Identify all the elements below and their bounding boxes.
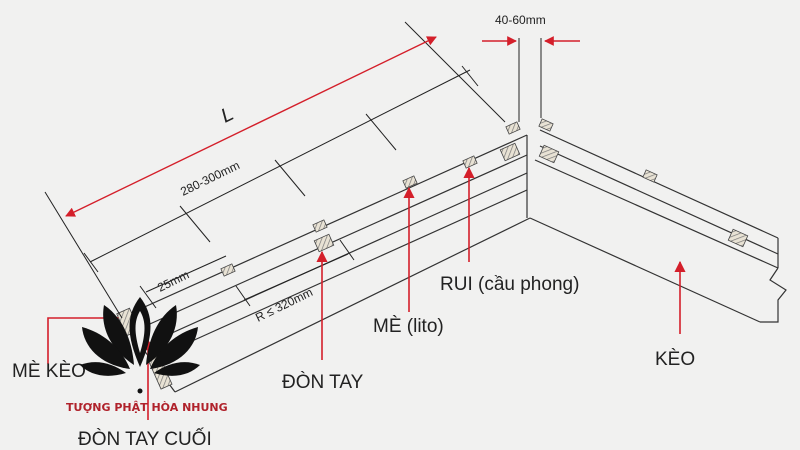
truss-bottom-line (174, 217, 531, 393)
length-label: L (218, 103, 238, 128)
dimension-25mm (139, 255, 227, 309)
ridge-batten-left (505, 121, 521, 135)
don-tay-label: ĐÒN TAY (282, 371, 364, 393)
purlin-block (727, 228, 749, 248)
batten-block (462, 155, 478, 169)
right-truss-bottom (529, 217, 761, 323)
ridge-purlin-right (538, 144, 560, 164)
radius-label: R ≤ 320mm (253, 285, 315, 325)
tick (179, 205, 211, 243)
dimension-gap (482, 36, 580, 122)
tick (365, 113, 397, 151)
dimension-spacing (83, 65, 479, 273)
truss-top-line (149, 189, 528, 361)
length-arrow (65, 36, 437, 217)
me-keo-arrow (47, 312, 120, 364)
extension-line (235, 285, 251, 307)
lotus-logo (80, 297, 200, 394)
extension-line (404, 21, 506, 123)
me-keo-label: MÈ KÈO (12, 361, 86, 382)
me-label: MÈ (lito) (373, 316, 444, 337)
tick (461, 65, 479, 87)
watermark-text: TƯỢNG PHẬT HÒA NHUNG (66, 401, 228, 414)
tick (139, 285, 157, 309)
don-tay-cuoi-label: ĐÒN TAY CUỐI (78, 428, 212, 450)
ridge-purlin-left (499, 142, 521, 162)
extension-line (339, 239, 355, 261)
extension-line (44, 191, 123, 319)
batten-block (220, 263, 236, 277)
spacing-label: 280-300mm (178, 158, 242, 199)
pointer-arrows (47, 166, 686, 420)
purlin-block (313, 233, 335, 253)
dimension-radius (235, 239, 355, 307)
break-symbol (760, 267, 787, 323)
right-rafter-top (539, 129, 779, 239)
batten-blocks (116, 118, 749, 390)
batten-block (312, 219, 328, 233)
gap-label: 40-60mm (495, 13, 546, 27)
dim-line (145, 255, 227, 293)
edge-label: 25mm (155, 267, 191, 294)
dimension-L (44, 21, 506, 319)
keo-label: KÈO (655, 349, 695, 370)
tick (83, 252, 99, 273)
tick (274, 159, 306, 197)
dim-line (243, 253, 349, 301)
batten-block (402, 175, 418, 189)
right-purlin-line (534, 159, 779, 269)
rui-label: RUI (cầu phong) (440, 274, 579, 295)
ridge-batten-right (538, 118, 554, 132)
batten-block (642, 169, 658, 183)
